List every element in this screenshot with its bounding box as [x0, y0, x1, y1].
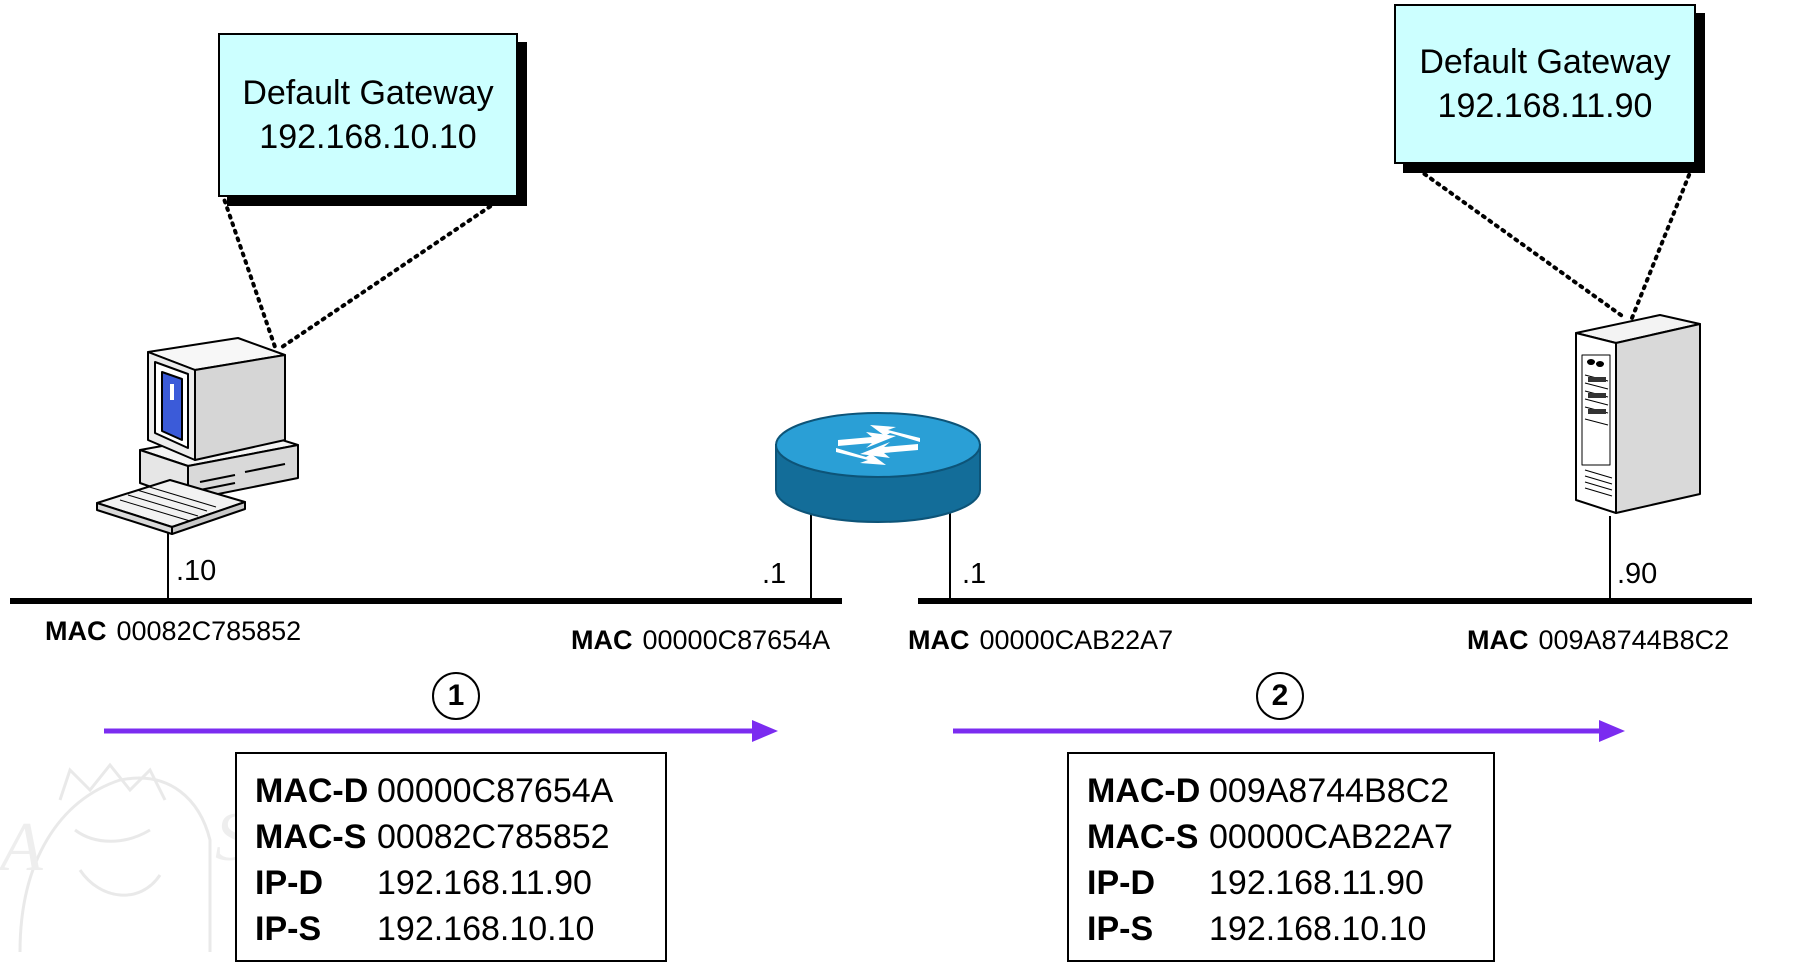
frame-1-value: 00082C785852	[377, 818, 610, 856]
svg-text:A: A	[0, 809, 43, 886]
router-right-ip-suffix: .1	[962, 558, 987, 590]
router-left-mac-value: 00000C87654A	[642, 625, 831, 655]
left-gateway-callout: Default Gateway 192.168.10.10	[218, 33, 518, 197]
step-2-marker: 2	[1256, 672, 1304, 720]
frame-1-value: 00000C87654A	[377, 772, 614, 810]
frame-2-key: IP-D	[1087, 864, 1155, 902]
workstation-icon	[96, 337, 299, 535]
frame-2-value: 009A8744B8C2	[1209, 772, 1450, 810]
router-left-ip-suffix: .1	[762, 558, 787, 590]
frame-2-row: MAC-S 00000CAB22A7	[1087, 814, 1493, 860]
frame-1-key: MAC-D	[255, 772, 369, 810]
right-gateway-ip: 192.168.11.90	[1437, 87, 1653, 125]
host-mac-value: 00082C785852	[116, 616, 302, 646]
step-1-marker: 1	[432, 672, 480, 720]
frame-2-row: IP-D 192.168.11.90	[1087, 860, 1493, 906]
right-gateway-callout: Default Gateway 192.168.11.90	[1394, 4, 1696, 164]
frame-1-row: IP-S 192.168.10.10	[255, 906, 665, 952]
router-icon	[775, 412, 981, 523]
frame-1-key: IP-S	[255, 910, 322, 948]
router-left-mac-label: MAC 00000C87654A	[571, 625, 830, 656]
frame-2-value: 192.168.10.10	[1209, 910, 1427, 948]
frame-2-key: IP-S	[1087, 910, 1154, 948]
server-mac-label: MAC 009A8744B8C2	[1467, 625, 1729, 656]
right-callout-dotted-lines	[1403, 158, 1697, 320]
left-gateway-title: Default Gateway	[242, 74, 494, 112]
left-gateway-ip: 192.168.10.10	[259, 118, 477, 156]
frame-2-value: 192.168.11.90	[1209, 864, 1424, 902]
frame-1-key: MAC-S	[255, 818, 367, 856]
frame-2-value: 00000CAB22A7	[1209, 818, 1453, 856]
frame-1-key: IP-D	[255, 864, 323, 902]
server-mac-value: 009A8744B8C2	[1538, 625, 1730, 655]
frame-2-row: IP-S 192.168.10.10	[1087, 906, 1493, 952]
right-gateway-title: Default Gateway	[1419, 43, 1671, 81]
host-mac-label: MAC 00082C785852	[45, 616, 301, 647]
flow-arrow-1	[104, 720, 778, 742]
router-right-mac-label: MAC 00000CAB22A7	[908, 625, 1173, 656]
flow-arrow-2	[953, 720, 1625, 742]
router-right-mac-value: 00000CAB22A7	[979, 625, 1174, 655]
frame-1-row: MAC-S 00082C785852	[255, 814, 665, 860]
server-mac-key: MAC	[1467, 625, 1529, 655]
router-right-mac-key: MAC	[908, 625, 970, 655]
frame-1-value: 192.168.11.90	[377, 864, 592, 902]
host-ip-suffix: .10	[176, 555, 217, 587]
left-callout-dotted-lines	[220, 191, 512, 349]
frame-2-key: MAC-D	[1087, 772, 1201, 810]
router-left-mac-key: MAC	[571, 625, 633, 655]
host-mac-key: MAC	[45, 616, 107, 646]
frame-2-key: MAC-S	[1087, 818, 1199, 856]
server-ip-suffix: .90	[1617, 558, 1658, 590]
server-icon	[1575, 314, 1701, 514]
frame-1-value: 192.168.10.10	[377, 910, 595, 948]
frame-1-row: IP-D 192.168.11.90	[255, 860, 665, 906]
